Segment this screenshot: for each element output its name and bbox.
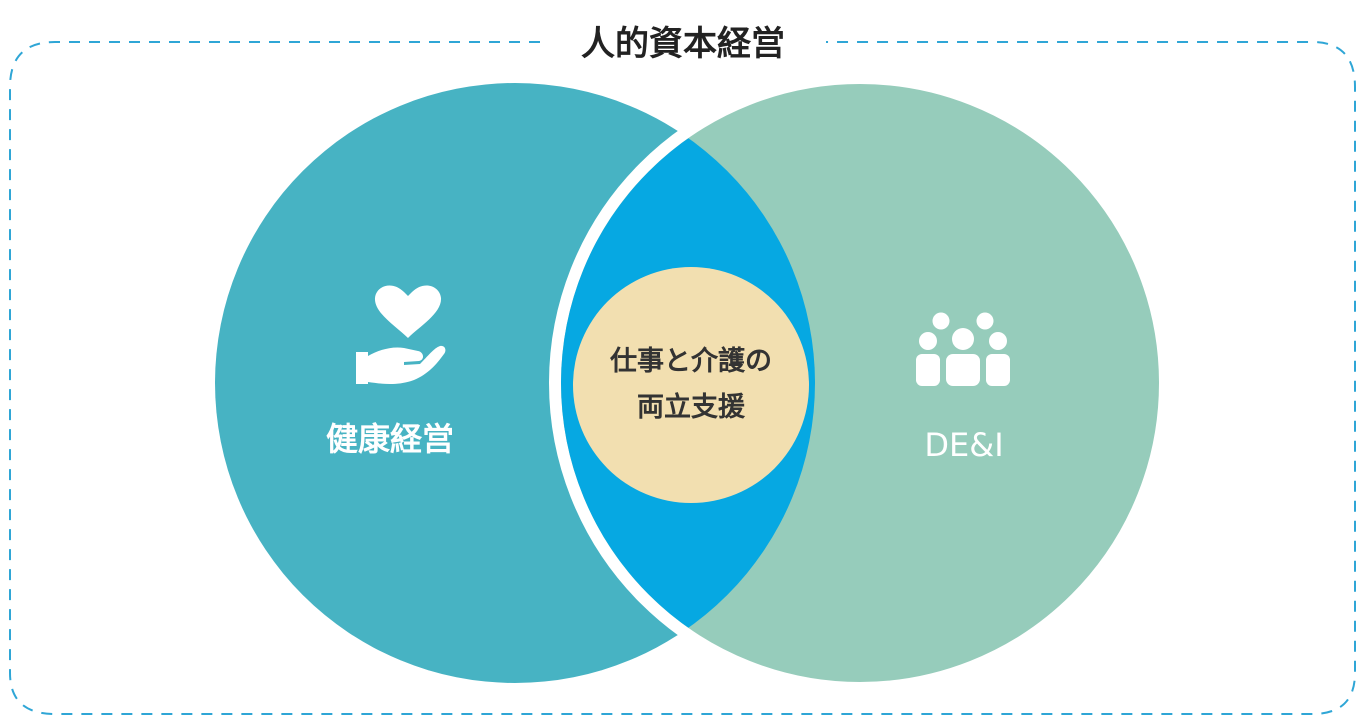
people-group-icon: [916, 312, 1010, 386]
left-circle-label: 健康経営: [326, 420, 454, 458]
overlap-lens: [561, 84, 815, 682]
overlap-label-line2: 両立支援: [637, 391, 746, 423]
right-circle-label: DE&I: [924, 426, 1003, 464]
overlap-label-line1: 仕事と介護の: [609, 345, 772, 377]
heart-in-hand-icon: [356, 285, 446, 384]
dashed-frame: [9, 41, 1356, 715]
overlap-center-circle: [573, 267, 809, 503]
diagram-title: 人的資本経営: [581, 24, 785, 64]
